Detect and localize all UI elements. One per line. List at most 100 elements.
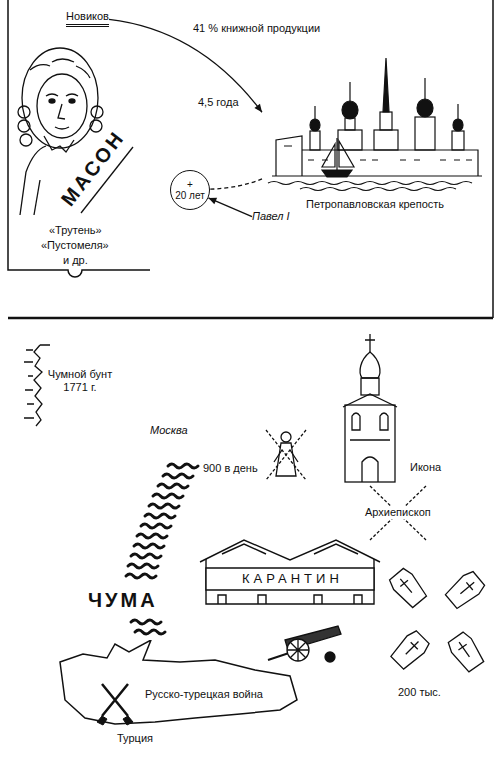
fortress-drawing bbox=[310, 131, 320, 150]
edge-label: 4,5 года bbox=[196, 96, 241, 109]
portrait-drawing bbox=[37, 74, 87, 138]
cannon-drawing bbox=[287, 639, 309, 661]
panel-frame bbox=[8, 0, 493, 318]
item-name: Икона bbox=[410, 461, 441, 474]
torn-edge bbox=[24, 345, 50, 426]
name-heading: Новиков bbox=[66, 10, 109, 27]
map-border bbox=[60, 640, 297, 724]
note-text: и др. bbox=[63, 254, 88, 267]
node-text: Русско-турецкая война bbox=[145, 688, 263, 701]
fortress-drawing bbox=[349, 82, 350, 101]
portrait-drawing bbox=[69, 99, 75, 103]
connector-line bbox=[208, 198, 252, 217]
fortress-drawing bbox=[380, 112, 392, 130]
fortress-drawing bbox=[300, 188, 456, 191]
person-title: Архиепископ bbox=[363, 506, 433, 519]
fortress-drawing bbox=[339, 141, 354, 167]
plague-strokes bbox=[126, 574, 156, 578]
coffin-drawing bbox=[457, 578, 477, 597]
church-drawing bbox=[360, 352, 380, 378]
church-drawing bbox=[361, 378, 379, 395]
church-drawing bbox=[345, 405, 395, 482]
node-text: Павел I bbox=[252, 210, 290, 223]
cannon-drawing bbox=[325, 652, 335, 662]
fortress-drawing bbox=[345, 118, 355, 130]
node-subtext: 20 лет bbox=[175, 190, 205, 201]
fortress-node: Петропавловская крепость bbox=[262, 58, 487, 213]
portrait-drawing bbox=[22, 48, 98, 148]
work-title: «Трутень» bbox=[49, 224, 102, 237]
fortress-drawing bbox=[342, 101, 358, 119]
fortress-drawing bbox=[322, 170, 352, 177]
crossed-person bbox=[276, 443, 296, 476]
fortress-drawing bbox=[310, 119, 320, 131]
church-drawing bbox=[362, 457, 378, 482]
portrait-drawing bbox=[44, 136, 74, 152]
coffin-drawing bbox=[446, 630, 486, 673]
cannon-drawing bbox=[268, 626, 341, 662]
event-title: Чумной бунт 1771 г. bbox=[39, 368, 121, 394]
cannon-drawing bbox=[287, 639, 309, 661]
coffin-drawing bbox=[443, 569, 486, 611]
portrait-drawing bbox=[20, 146, 46, 215]
portrait-drawing bbox=[55, 127, 69, 129]
fortress-drawing bbox=[314, 106, 315, 119]
church-drawing bbox=[352, 413, 388, 430]
coffin-drawing bbox=[387, 566, 429, 609]
place-name: Москва bbox=[150, 424, 188, 437]
fortress-drawing bbox=[424, 78, 425, 99]
fortress-drawing bbox=[268, 58, 482, 191]
plague-strokes bbox=[131, 554, 161, 558]
coffin-drawing bbox=[455, 639, 474, 659]
portrait-drawing bbox=[20, 134, 32, 146]
building-wall bbox=[206, 559, 374, 604]
crossed-rifles bbox=[97, 684, 133, 725]
connector-line bbox=[210, 179, 262, 189]
count-text: 900 в день bbox=[203, 462, 258, 475]
node-text: КАРАНТИН bbox=[242, 571, 343, 587]
fortress-drawing bbox=[336, 138, 337, 170]
node-text: Петропавловская крепость bbox=[306, 198, 444, 211]
fortress-drawing bbox=[374, 130, 398, 150]
coffin-drawing bbox=[389, 629, 431, 671]
portrait-drawing bbox=[49, 99, 55, 103]
portrait-drawing bbox=[18, 120, 30, 132]
building-band bbox=[206, 568, 374, 590]
coffin-drawing bbox=[443, 569, 486, 611]
node-text: Новиков bbox=[66, 10, 109, 23]
portrait-drawing bbox=[34, 180, 40, 215]
portrait-drawing bbox=[58, 104, 65, 119]
fortress-drawing bbox=[322, 144, 335, 167]
fortress-drawing bbox=[453, 119, 463, 131]
note-text: 41 % книжной продукции bbox=[193, 22, 320, 35]
fortress-drawing bbox=[338, 130, 362, 150]
building-lines bbox=[200, 540, 380, 604]
portrait-drawing bbox=[91, 106, 103, 118]
torn-edge bbox=[24, 345, 50, 418]
fortress-drawing bbox=[452, 131, 464, 150]
term-circle: +20 лет bbox=[170, 170, 210, 210]
building-hatch bbox=[222, 544, 358, 554]
ruler-name: Павел I bbox=[252, 210, 290, 223]
fortress-drawing bbox=[383, 58, 389, 112]
plague-strokes bbox=[158, 484, 188, 488]
crossed-person bbox=[266, 430, 306, 480]
turkey-region: Русско-турецкая войнаТурция bbox=[55, 640, 300, 752]
arrow-head bbox=[208, 198, 217, 204]
quarantine-building: КАРАНТИН bbox=[198, 538, 382, 606]
stamp-word: ЧУМА bbox=[86, 588, 160, 612]
coffin-drawing bbox=[387, 566, 486, 673]
plague-strokes bbox=[137, 534, 167, 538]
fortress-drawing bbox=[268, 182, 472, 185]
fortress-drawing bbox=[276, 136, 302, 176]
fortress-drawing bbox=[457, 104, 458, 119]
crossed-person bbox=[281, 432, 291, 442]
panel-frame bbox=[492, 0, 494, 318]
coffin-drawing bbox=[396, 576, 415, 596]
plague-strokes bbox=[128, 564, 158, 568]
church-drawing bbox=[343, 334, 397, 482]
crossed-person bbox=[266, 430, 306, 480]
portrait-drawing bbox=[90, 120, 102, 132]
plague-strokes bbox=[141, 524, 171, 528]
